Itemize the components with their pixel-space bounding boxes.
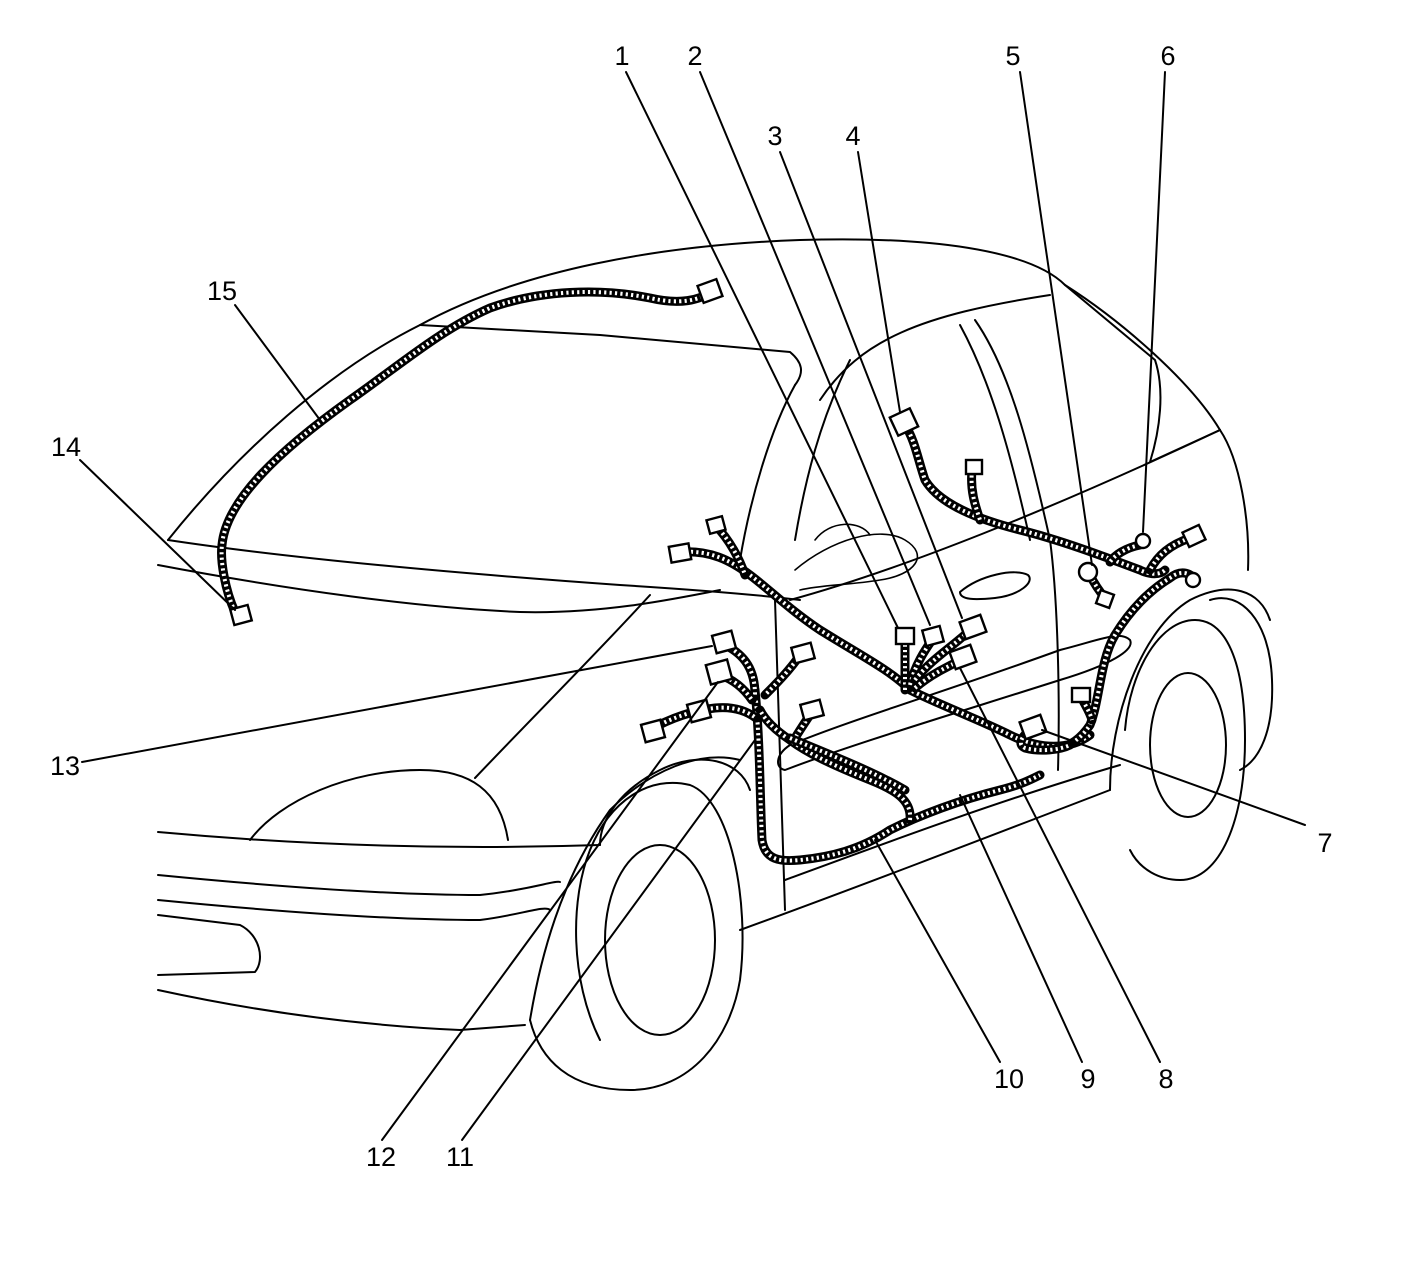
- leader-14: [79, 459, 236, 611]
- a-pillar-inner: [794, 359, 851, 541]
- b-pillar-rear: [974, 319, 1051, 541]
- front-bumper-bottom: [157, 989, 526, 1031]
- callout-10: 10: [994, 1064, 1024, 1094]
- rocker-panel: [739, 789, 1111, 931]
- connector-8: [948, 643, 978, 671]
- dashboard-shape: [794, 533, 919, 591]
- connector-front-mid: [798, 698, 826, 722]
- hood-line: [474, 594, 651, 779]
- connector-front-top: [789, 641, 817, 665]
- leader-15: [234, 304, 321, 421]
- steering-wheel-arc: [814, 523, 871, 541]
- callout-7: 7: [1317, 828, 1332, 858]
- leader-8: [959, 667, 1161, 1063]
- connector-dash-top: [704, 514, 728, 536]
- connector-rear-round: [1184, 571, 1202, 589]
- callout-11: 11: [446, 1142, 474, 1172]
- a-pillar-outer: [739, 384, 796, 561]
- callout-3: 3: [767, 121, 782, 151]
- callout-5: 5: [1005, 41, 1020, 71]
- leader-13: [81, 645, 713, 763]
- front-wheel-rim: [604, 844, 716, 1036]
- connectors: [228, 277, 1208, 744]
- front-tire-outer: [529, 781, 744, 1091]
- connector-front-left: [639, 718, 667, 744]
- cowl-line: [167, 539, 801, 601]
- callout-2: 2: [687, 41, 702, 71]
- front-wheel-arch: [529, 756, 741, 1021]
- connector-12: [704, 658, 734, 686]
- leader-lines: [79, 71, 1306, 1141]
- connector-5: [1077, 561, 1099, 583]
- callout-12: 12: [366, 1142, 396, 1172]
- leader-4: [857, 151, 901, 413]
- connector-7: [1018, 713, 1048, 741]
- connector-rear-right: [1180, 523, 1208, 549]
- front-bumper-mid: [157, 874, 561, 896]
- rear-body-edge: [1219, 429, 1250, 571]
- rear-quarter-window: [1064, 284, 1221, 463]
- leader-12: [381, 681, 719, 1141]
- callout-labels: 1 2 3 4 5 6 7 8 9 10 11 12 13 14 15: [50, 41, 1333, 1172]
- windshield-top: [419, 324, 802, 386]
- callout-9: 9: [1080, 1064, 1095, 1094]
- callout-13: 13: [50, 751, 80, 781]
- hood-rear-edge: [157, 564, 721, 614]
- floor-harness: [750, 685, 1045, 866]
- door-beltline: [789, 429, 1221, 601]
- connector-1: [894, 626, 916, 646]
- rocker-panel-lower: [784, 764, 1121, 881]
- callout-8: 8: [1158, 1064, 1173, 1094]
- leader-11: [461, 739, 756, 1141]
- connector-door-top: [964, 458, 984, 476]
- rear-wheel-rim: [1149, 672, 1227, 818]
- front-harness-branches: [645, 640, 817, 743]
- door-harness: [900, 420, 1195, 603]
- b-pillar-front: [959, 324, 1031, 541]
- connector-rear-lower: [1094, 588, 1116, 610]
- leader-6: [1142, 71, 1166, 533]
- leader-9: [959, 794, 1083, 1063]
- callout-4: 4: [845, 121, 860, 151]
- leader-7: [1041, 729, 1306, 826]
- leader-5: [1019, 71, 1093, 566]
- rear-wheel-arch: [1109, 588, 1271, 791]
- front-bumper-lower: [157, 899, 551, 921]
- leader-3: [779, 151, 963, 619]
- rear-tire-outer: [1124, 619, 1246, 881]
- roof-outline: [167, 238, 1221, 541]
- leader-10: [874, 839, 1001, 1063]
- wiring-harnesses: [217, 287, 1200, 866]
- callout-1: 1: [614, 41, 629, 71]
- roof-harness: [217, 287, 715, 617]
- front-bumper-top: [157, 831, 601, 848]
- fog-lamp: [157, 914, 261, 976]
- callout-15: 15: [207, 276, 237, 306]
- connector-4: [888, 406, 920, 438]
- callout-6: 6: [1160, 41, 1175, 71]
- connector-2: [920, 624, 946, 648]
- front-door-window-frame: [819, 294, 1051, 401]
- callout-14: 14: [51, 432, 81, 462]
- connector-15: [695, 277, 725, 305]
- rear-tire-tread: [1209, 597, 1274, 771]
- connector-6: [1134, 532, 1152, 550]
- connector-rear-sill: [1070, 686, 1092, 704]
- leader-1: [625, 71, 899, 629]
- connector-13: [710, 629, 738, 655]
- door-handle: [959, 571, 1031, 601]
- sill-harness: [785, 733, 910, 795]
- leader-2: [699, 71, 931, 626]
- connector-3: [958, 613, 988, 641]
- headlamp-bulge: [249, 769, 509, 841]
- connector-dash-left: [667, 541, 693, 565]
